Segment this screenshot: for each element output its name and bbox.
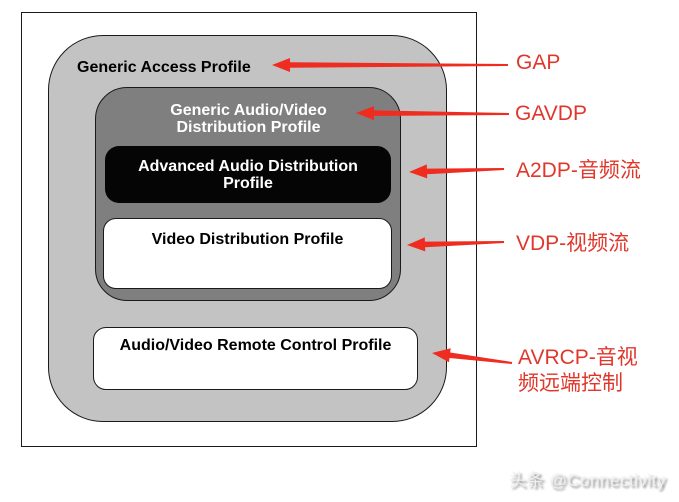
vdp-profile-box: Video Distribution Profile <box>103 218 392 289</box>
callout-label-vdp: VDP-视频流 <box>516 232 630 255</box>
gap-profile-title: Generic Access Profile <box>77 59 251 76</box>
a2dp-profile-title: Advanced Audio Distribution Profile <box>138 157 358 192</box>
callout-label-avrcp: AVRCP-音视 频远端控制 <box>518 346 638 395</box>
callout-label-gap: GAP <box>516 51 561 74</box>
gavdp-profile-title: Generic Audio/Video Distribution Profile <box>170 102 327 136</box>
callout-label-a2dp: A2DP-音频流 <box>516 159 641 182</box>
avrcp-profile-box: Audio/Video Remote Control Profile <box>93 327 418 390</box>
watermark-credit: 头条 @Connectivity <box>509 471 666 490</box>
a2dp-profile-box: Advanced Audio Distribution Profile <box>105 146 391 203</box>
avrcp-profile-title: Audio/Video Remote Control Profile <box>119 337 392 354</box>
vdp-profile-title: Video Distribution Profile <box>151 231 344 248</box>
callout-label-gavdp: GAVDP <box>515 102 587 125</box>
